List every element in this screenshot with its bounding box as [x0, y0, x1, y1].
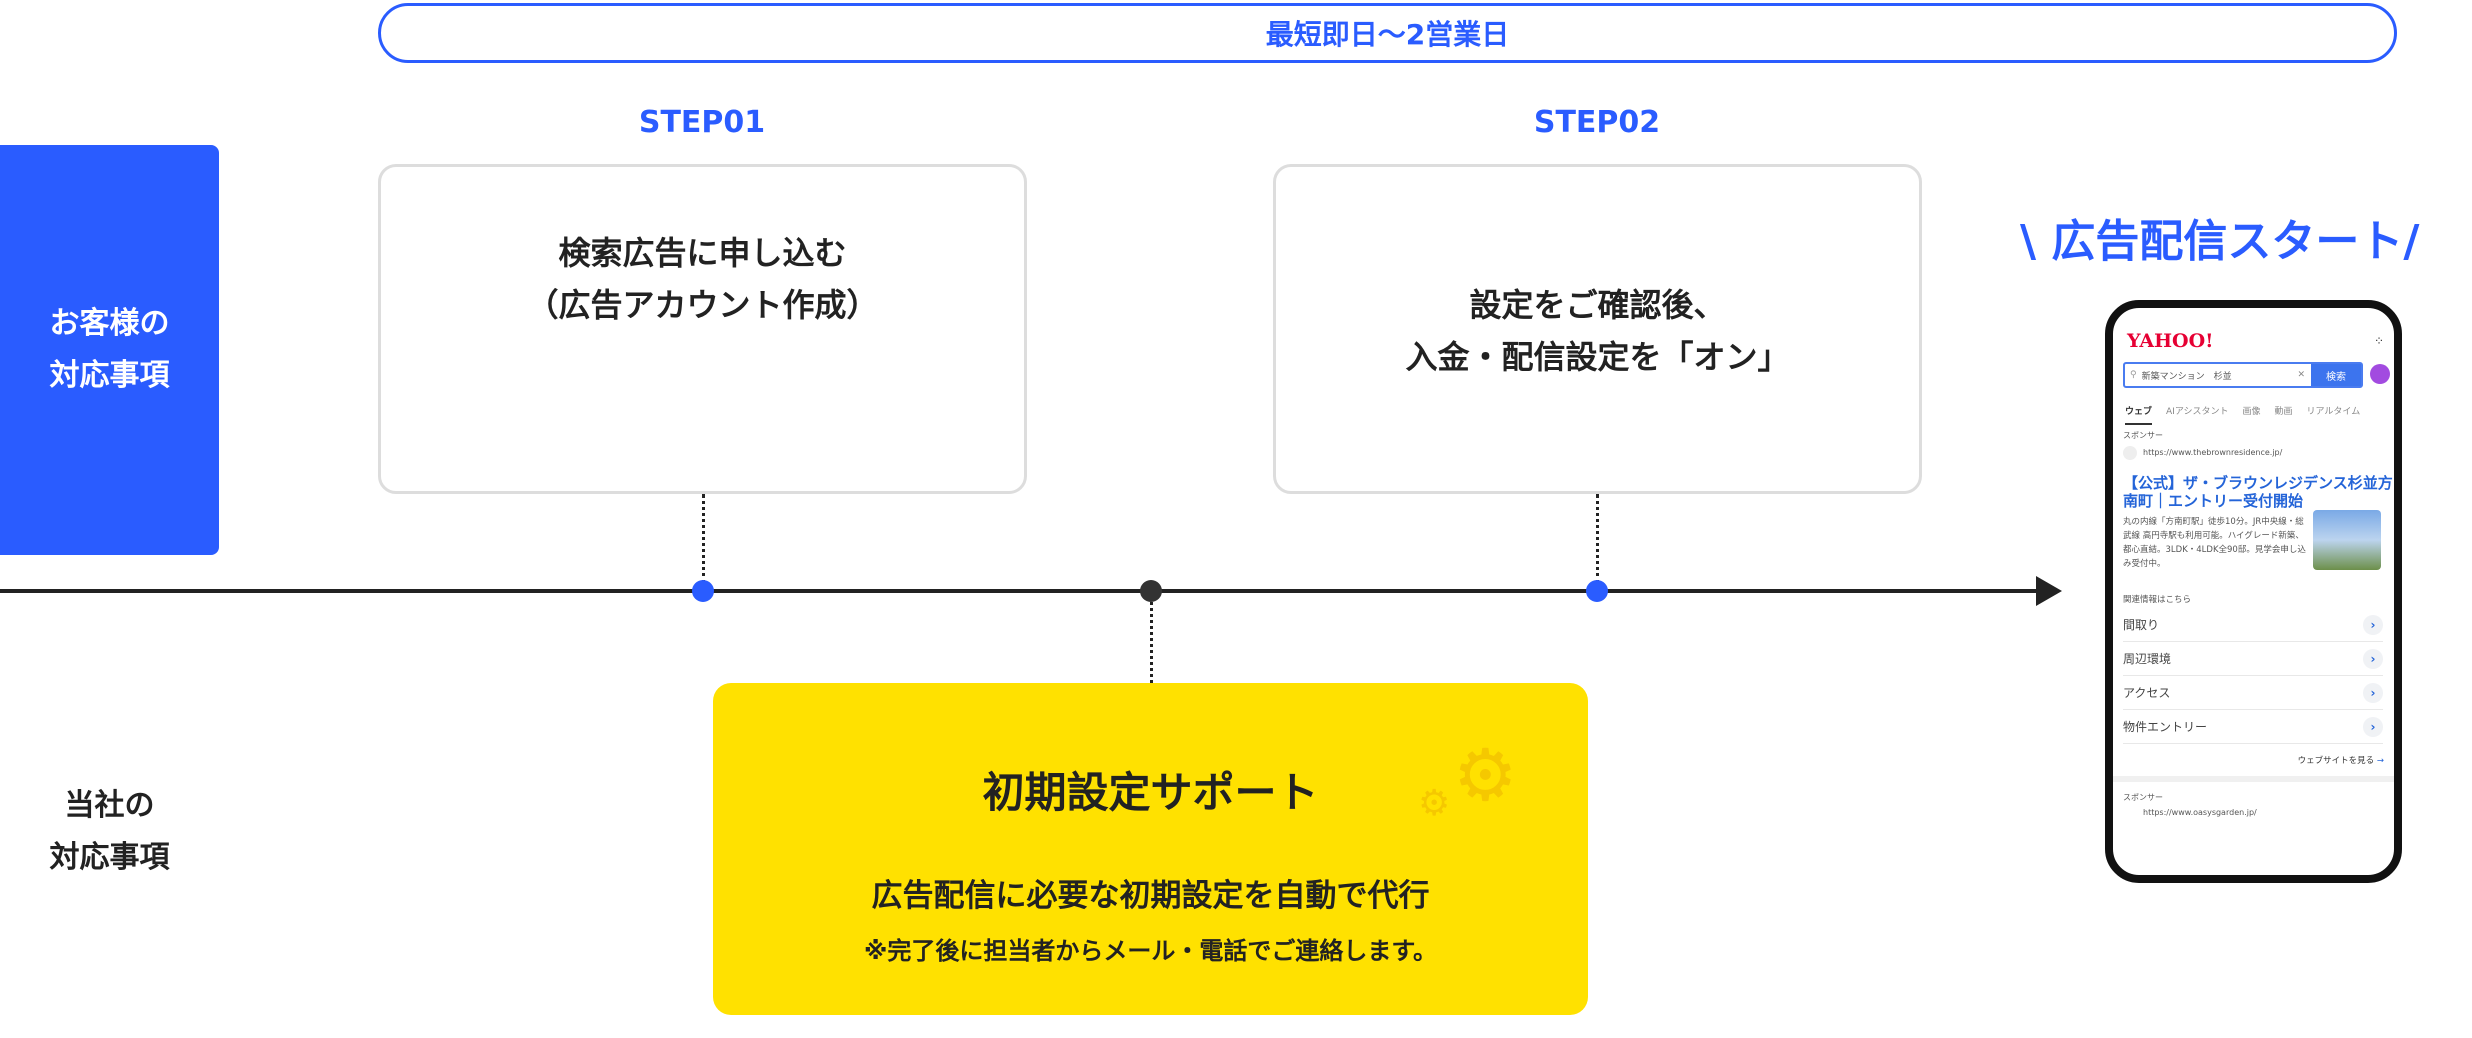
company-label-1: 当社の [64, 788, 155, 823]
search-button[interactable]: 検索 [2311, 364, 2361, 386]
sponsor-label: スポンサー [2123, 431, 2163, 440]
customer-label-2: 対応事項 [49, 358, 170, 393]
step01-line2: （広告アカウント作成） [526, 286, 879, 324]
website-link[interactable]: ウェブサイトを見る → [2298, 754, 2384, 766]
website-link-label: ウェブサイトを見る [2297, 756, 2375, 766]
connector-support [1150, 596, 1153, 683]
tab-video[interactable]: 動画 [2274, 407, 2293, 417]
step02-box: 設定をご確認後、 入金・配信設定を「オン」 [1273, 164, 1922, 494]
timeframe-banner: 最短即日～2営業日 [378, 3, 2397, 63]
ad-description: 丸の内線「方南町駅」徒歩10分。JR中央線・総武線 高円寺駅も利用可能。ハイグレ… [2123, 517, 2306, 569]
ai-assistant-icon[interactable] [2370, 364, 2390, 384]
support-note: ※完了後に担当者からメール・電話でご連絡します。 [864, 937, 1437, 965]
step01-line1: 検索広告に申し込む [558, 234, 847, 272]
gear-icon: ⚙ [1453, 733, 1518, 817]
timeline [0, 589, 2040, 593]
search-input[interactable]: ⚲ 新築マンション 杉並 ✕ 検索 [2123, 362, 2363, 388]
search-tabs: ウェブ AIアシスタント 画像 動画 リアルタイム [2125, 404, 2360, 425]
timeline-dot-step02 [1586, 580, 1608, 602]
ad-title[interactable]: 【公式】ザ・ブラウンレジデンス杉並方南町｜エントリー受付開始 [2123, 474, 2393, 510]
related-label: 間取り [2123, 618, 2160, 632]
arrow-right-icon: → [2376, 756, 2384, 766]
sponsor-label-2: スポンサー [2123, 793, 2163, 802]
company-row-label: 当社の対応事項 [0, 780, 219, 884]
chevron-right-icon: › [2363, 648, 2383, 669]
small-gear-icon: ⚙ [1418, 783, 1451, 824]
connector-step02 [1596, 494, 1599, 584]
customer-label-1: お客様の [49, 306, 170, 341]
chevron-right-icon: › [2363, 682, 2383, 703]
tab-web[interactable]: ウェブ [2125, 404, 2153, 425]
menu-icon[interactable]: ⁘ [2373, 334, 2384, 348]
timeline-dot-support [1140, 580, 1162, 602]
tab-realtime[interactable]: リアルタイム [2306, 407, 2361, 417]
step02-line1: 設定をご確認後、 [1469, 286, 1726, 324]
search-value: 新築マンション 杉並 [2141, 371, 2232, 382]
ad-start-heading: \ 広告配信スタート/ [2020, 216, 2420, 267]
related-label: アクセス [2123, 686, 2171, 700]
ad-url-2[interactable]: https://www.oasysgarden.jp/ [2143, 808, 2257, 817]
timeline-dot-step01 [692, 580, 714, 602]
phone-mockup: YAHOO! ⁘ ⚲ 新築マンション 杉並 ✕ 検索 ウェブ AIアシスタント … [2105, 300, 2402, 883]
related-item[interactable]: 周辺環境 › [2123, 642, 2383, 676]
connector-step01 [702, 494, 705, 584]
support-subtitle: 広告配信に必要な初期設定を自動で代行 [871, 878, 1430, 914]
chevron-right-icon: › [2363, 716, 2383, 737]
step02-label: STEP02 [1533, 105, 1661, 140]
related-item[interactable]: 間取り › [2123, 608, 2383, 642]
related-item[interactable]: 物件エントリー › [2123, 710, 2383, 744]
step01-box: 検索広告に申し込む （広告アカウント作成） [378, 164, 1027, 494]
search-icon: ⚲ [2130, 370, 2137, 380]
yahoo-logo: YAHOO! [2127, 330, 2214, 352]
support-title: 初期設定サポート [982, 768, 1319, 817]
tab-images[interactable]: 画像 [2242, 407, 2261, 417]
support-box: 初期設定サポート 広告配信に必要な初期設定を自動で代行 ※完了後に担当者からメー… [713, 683, 1588, 1015]
divider [2113, 776, 2394, 782]
chevron-right-icon: › [2363, 614, 2383, 635]
related-heading: 関連情報はこちら [2123, 595, 2192, 605]
company-label-2: 対応事項 [49, 840, 170, 875]
tab-ai[interactable]: AIアシスタント [2166, 407, 2229, 417]
step02-line2: 入金・配信設定を「オン」 [1405, 338, 1790, 376]
related-label: 物件エントリー [2123, 720, 2208, 734]
customer-row-label: お客様の対応事項 [0, 145, 219, 555]
step01-label: STEP01 [638, 105, 766, 140]
building-image [2313, 510, 2381, 570]
clear-icon[interactable]: ✕ [2297, 370, 2305, 380]
related-item[interactable]: アクセス › [2123, 676, 2383, 710]
ad-url[interactable]: https://www.thebrownresidence.jp/ [2143, 448, 2283, 457]
favicon [2123, 446, 2137, 460]
timeline-arrow-icon [2036, 576, 2062, 606]
related-label: 周辺環境 [2123, 652, 2172, 666]
